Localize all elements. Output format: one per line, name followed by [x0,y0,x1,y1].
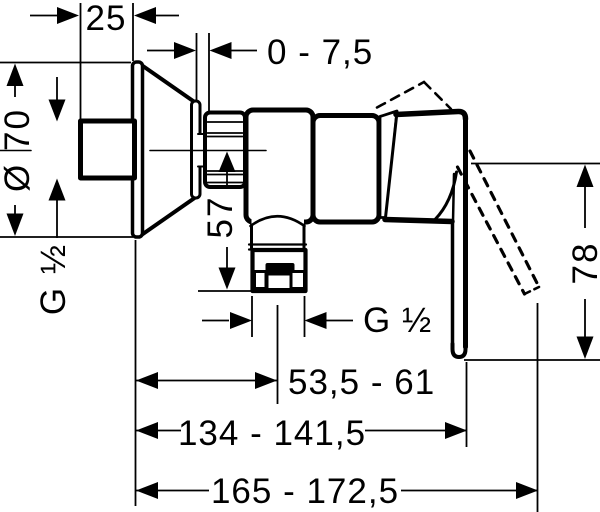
dim-label-outlet-thread: G ½ [363,301,432,340]
cartridge-section [310,113,382,225]
dimension-adjust-range: 0 - 7,5 [147,33,373,113]
fixture [0,60,541,359]
dimension-outlet-thread: G ½ [202,296,432,340]
handle-left-edge [384,110,399,219]
spout-neck [247,214,308,251]
dim-label-total-projection: 165 - 172,5 [211,472,399,511]
thumb-rest-curve [433,170,458,221]
dim-label-lever-height: 78 [566,242,600,285]
handle-bottom-edge [382,216,455,225]
dim-label-pipe-offset: 25 [86,0,127,38]
dim-label-inlet-thread: G ½ [34,243,73,315]
dim-label-outlet-height: 57 [201,196,240,239]
dimension-inlet-thread: G ½ [34,77,73,315]
dim-label-escutcheon-diameter: Ø 70 [0,108,37,192]
outlet-connector [250,247,308,294]
wall-supply-pipe [78,118,137,181]
dimension-lever-height: 78 [464,162,600,361]
dimension-wall-to-lever: 134 - 141,5 [136,362,468,453]
body-shoulder-arc [249,214,306,228]
dim-label-wall-to-outlet: 53,5 - 61 [288,363,435,402]
dim-label-wall-to-lever: 134 - 141,5 [178,414,366,453]
valve-body [243,107,316,225]
dimension-total-projection: 165 - 172,5 [136,303,539,512]
lever-swing-dashed [375,80,541,296]
dimension-wall-to-outlet: 53,5 - 61 [136,363,435,402]
dimension-escutcheon-diameter: Ø 70 [0,61,133,238]
handle [382,108,469,359]
dim-label-adjust-range: 0 - 7,5 [267,33,373,72]
dimension-outlet-height: 57 [198,151,252,292]
dimension-pipe-offset: 25 [30,0,179,120]
lever-bottom-cap [450,342,468,359]
